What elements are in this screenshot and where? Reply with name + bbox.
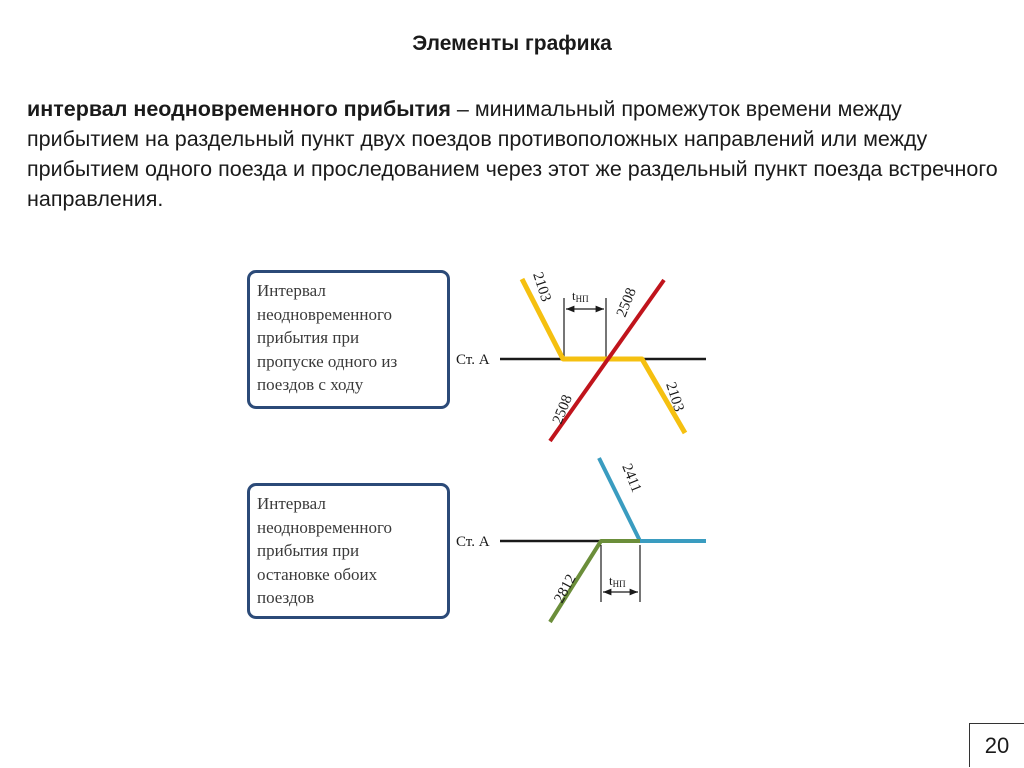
train-line-yellow (519, 277, 688, 435)
diagram-pass-through: Ст. А tНП 2103 2508 2508 2103 (456, 270, 706, 443)
train-label-2411: 2411 (618, 462, 644, 495)
station-label: Ст. А (456, 352, 490, 368)
slide-title: Элементы графика (412, 32, 612, 55)
definition-term: интервал неодновременного прибытия (27, 97, 451, 121)
train-label-2812: 2812 (551, 572, 579, 606)
page-number: 20 (969, 723, 1024, 767)
train-line-green (548, 539, 640, 624)
train-line-red (548, 278, 666, 443)
train-line-blue (597, 457, 706, 543)
interval-label: tНП (572, 288, 589, 304)
definition-text: – минимальный промежуток времени между п… (27, 97, 998, 211)
caption-box-pass-through: Интервал неодновременного прибытия при п… (247, 270, 450, 409)
station-label: Ст. А (456, 534, 490, 550)
caption-box-both-stop: Интервал неодновременного прибытия при о… (247, 483, 450, 619)
diagram-both-stop: Ст. А tНП 2411 2812 (456, 457, 706, 624)
definition-paragraph: интервал неодновременного прибытия – мин… (27, 94, 1002, 214)
train-label-2508-top: 2508 (614, 286, 640, 320)
interval-label: tНП (609, 573, 626, 589)
